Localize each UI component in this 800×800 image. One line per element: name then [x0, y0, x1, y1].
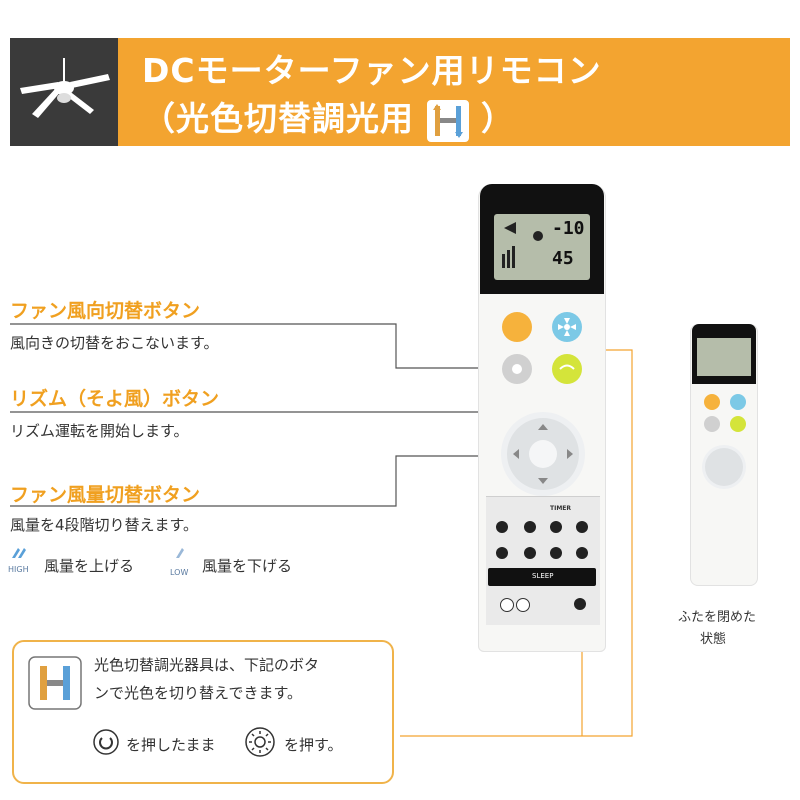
panel-key[interactable] — [524, 521, 536, 533]
rhythm-button[interactable] — [552, 354, 582, 384]
sleep-strip: SLEEP — [488, 568, 596, 586]
hold-text: を押したまま — [126, 736, 216, 754]
lcd-bottom-value: 45 — [552, 248, 574, 269]
low-label: LOW — [170, 568, 189, 577]
fan-icon — [558, 318, 576, 336]
closed-direction-button[interactable] — [704, 416, 720, 432]
closed-speed-dial[interactable] — [705, 448, 743, 486]
subtitle-close: ） — [481, 99, 515, 138]
rhythm-desc: リズム運転を開始します。 — [10, 422, 189, 440]
light-button[interactable] — [502, 312, 532, 342]
page-title: DCモーターファン用リモコン — [142, 51, 602, 90]
light-select-key[interactable] — [500, 598, 514, 612]
low-text: 風量を下げる — [202, 557, 293, 575]
panel-key[interactable] — [550, 521, 562, 533]
page-subtitle: （光色切替調光用 ） — [142, 92, 515, 142]
header-bar: DCモーターファン用リモコン （光色切替調光用 ） — [118, 38, 790, 146]
closed-light-button[interactable] — [704, 394, 720, 410]
remote-lcd: -10 45 — [494, 214, 590, 280]
info-box: 光色切替調光器具は、下記のボタ ンで光色を切り替えできます。 を押したまま を押… — [12, 640, 394, 784]
dial-arrows — [513, 424, 573, 484]
high-icon — [8, 544, 34, 566]
light-select-key-2[interactable] — [516, 598, 530, 612]
fan-direction-title: ファン風向切替ボタン — [10, 300, 201, 322]
light-color-switch-icon — [426, 99, 469, 142]
lcd-top-value: -10 — [552, 218, 585, 239]
panel-key[interactable] — [524, 547, 536, 559]
dial-center[interactable] — [529, 440, 557, 468]
press-text: を押す。 — [284, 736, 343, 754]
fan-direction-desc: 風向きの切替をおこないます。 — [10, 334, 219, 352]
high-label: HIGH — [8, 565, 29, 574]
fan-speed-title: ファン風量切替ボタン — [10, 484, 201, 506]
high-text: 風量を上げる — [44, 557, 135, 575]
panel-key[interactable] — [576, 547, 588, 559]
panel-key[interactable] — [496, 521, 508, 533]
fan-speed-desc: 風量を4段階切り替えます。 — [10, 516, 199, 534]
closed-caption-1: ふたを閉めた — [678, 610, 757, 625]
fan-direction-button[interactable] — [502, 354, 532, 384]
subtitle-text: （光色切替調光用 — [142, 99, 414, 138]
panel-key[interactable] — [496, 547, 508, 559]
low-icon — [170, 544, 190, 566]
light-icon — [244, 726, 276, 762]
panel-key[interactable] — [576, 521, 588, 533]
panel-key[interactable] — [550, 547, 562, 559]
closed-remote-lcd — [697, 338, 751, 376]
ceiling-fan-icon — [10, 38, 118, 146]
closed-caption-2: 状態 — [700, 632, 727, 647]
rhythm-icon — [559, 364, 575, 370]
color-key[interactable] — [574, 598, 586, 610]
power-icon — [92, 728, 120, 760]
timer-label: TIMER — [550, 505, 572, 512]
sleep-label: SLEEP — [532, 572, 554, 580]
light-color-switch-icon — [28, 656, 82, 714]
fan-direction-icon — [512, 364, 522, 374]
fan-button[interactable] — [552, 312, 582, 342]
info-line-2: ンで光色を切り替えできます。 — [94, 684, 303, 702]
info-line-1: 光色切替調光器具は、下記のボタ — [94, 656, 320, 674]
closed-rhythm-button[interactable] — [730, 416, 746, 432]
closed-fan-button[interactable] — [730, 394, 746, 410]
rhythm-title: リズム（そよ風）ボタン — [10, 388, 220, 410]
